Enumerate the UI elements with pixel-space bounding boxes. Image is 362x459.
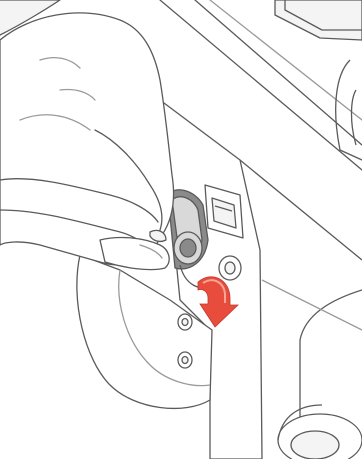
top-right-bracket: [275, 0, 362, 40]
port-ring: [219, 256, 241, 280]
hand-illustration: [0, 0, 174, 270]
bottom-roller: [278, 405, 362, 459]
